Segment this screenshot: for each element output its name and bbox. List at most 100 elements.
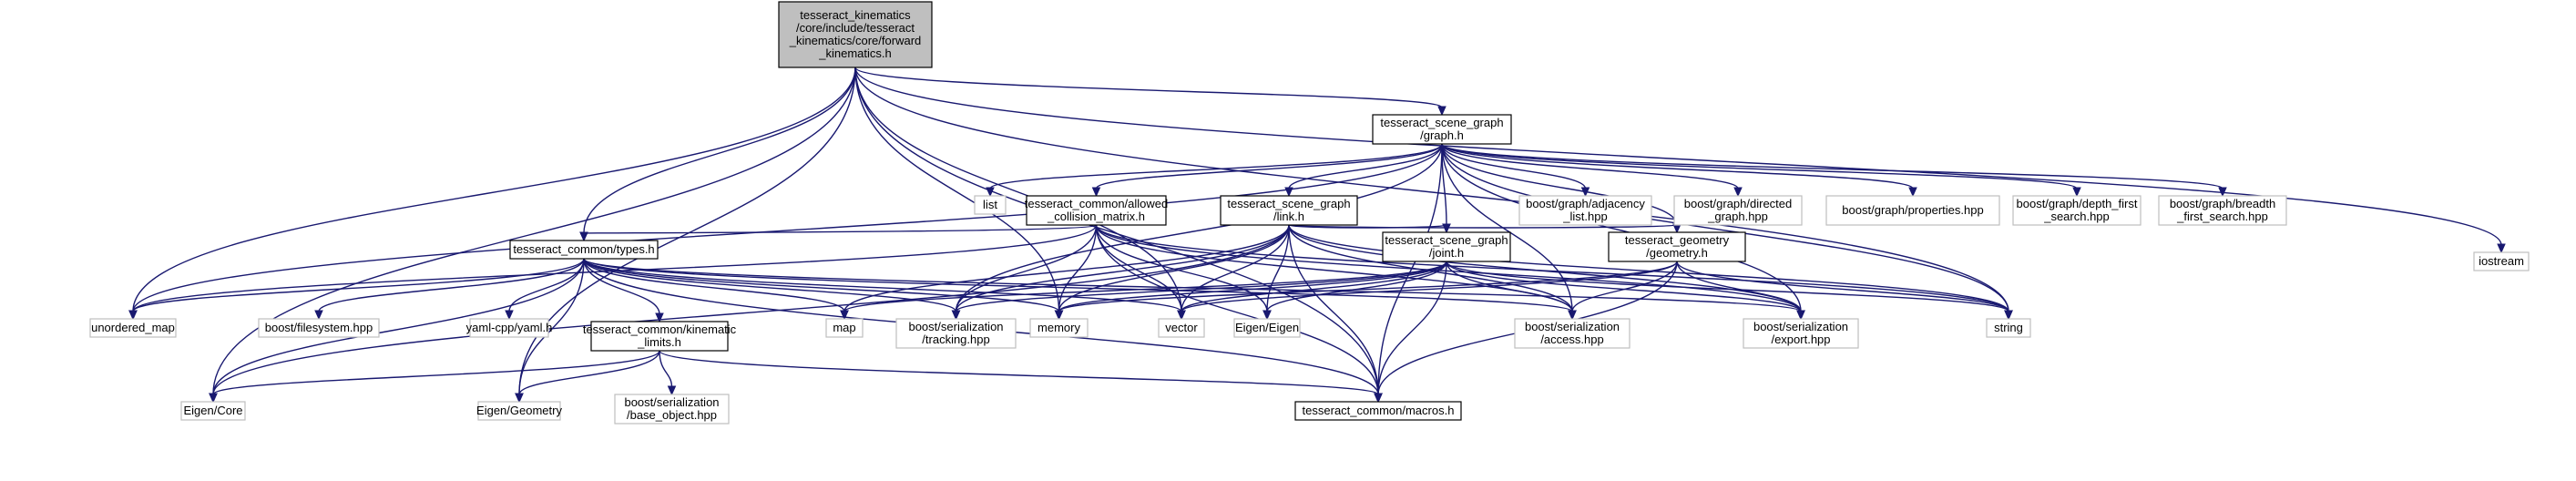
edge-link_h-to-memory	[1054, 224, 1290, 321]
edge-link_h-to-macros	[1288, 224, 1383, 404]
node-string: string	[1986, 318, 2031, 338]
node-label-line: tesseract_common/kinematic	[583, 322, 737, 336]
node-label-line: _list.hpp	[1562, 210, 1607, 223]
edge-graph_h-to-bfs	[1441, 143, 2227, 198]
node-label-line: /joint.h	[1429, 246, 1464, 260]
node-label-line: boost/filesystem.hpp	[265, 321, 373, 334]
node-label-line: boost/graph/adjacency	[1526, 197, 1645, 210]
node-label-line: _limits.h	[637, 335, 681, 349]
node-label-line: tesseract_common/allowed	[1025, 197, 1169, 210]
node-label-line: boost/serialization	[1753, 320, 1848, 333]
edge-link_h-to-eigen_core	[209, 224, 1290, 404]
node-label-line: boost/graph/properties.hpp	[1842, 203, 1983, 217]
node-label-line: Eigen/Eigen	[1235, 321, 1299, 334]
node-map: map	[825, 318, 864, 338]
node-types-h[interactable]: tesseract_common/types.h	[509, 240, 659, 260]
node-label-line: tesseract_scene_graph	[1385, 233, 1508, 247]
edge-joint_h-to-map	[840, 261, 1447, 321]
node-label-line: tesseract_geometry	[1625, 233, 1730, 247]
node-export: boost/serialization/export.hpp	[1743, 318, 1859, 349]
node-bfs: boost/graph/breadth_first_search.hpp	[2158, 195, 2287, 226]
edge-graph_h-to-list	[986, 143, 1443, 198]
node-label-line: list	[983, 198, 997, 211]
node-geometry-h[interactable]: tesseract_geometry/geometry.h	[1608, 231, 1746, 262]
node-label-line: map	[833, 321, 855, 334]
edge-types_h-to-filesystem	[314, 258, 585, 321]
node-link-h[interactable]: tesseract_scene_graph/link.h	[1220, 195, 1358, 226]
node-acm[interactable]: tesseract_common/allowed_collision_matri…	[1025, 195, 1169, 226]
node-vector: vector	[1158, 318, 1205, 338]
node-label-line: boost/graph/depth_first	[2017, 197, 2138, 210]
node-macros[interactable]: tesseract_common/macros.h	[1294, 401, 1462, 421]
edge-kin_limits-to-macros	[659, 350, 1383, 404]
edge-joint_h-to-tracking	[951, 261, 1447, 321]
node-eigen-core: Eigen/Core	[180, 401, 246, 421]
node-label-line: iostream	[2479, 254, 2524, 268]
edge-geometry_h-to-access	[1568, 261, 1678, 321]
node-joint-h[interactable]: tesseract_scene_graph/joint.h	[1382, 231, 1511, 262]
node-label-line: vector	[1165, 321, 1198, 334]
node-label-line: Eigen/Core	[183, 404, 242, 417]
edges-layer	[128, 67, 2506, 404]
node-list: list	[974, 195, 1007, 215]
nodes-layer: tesseract_kinematics/core/include/tesser…	[89, 1, 2530, 425]
node-label-line: _first_search.hpp	[2176, 210, 2268, 223]
edge-fk-to-types_h	[579, 67, 856, 242]
edge-acm-to-types_h	[579, 224, 1098, 242]
edge-fk-to-memory	[854, 67, 1064, 321]
node-fk[interactable]: tesseract_kinematics/core/include/tesser…	[778, 1, 933, 68]
node-yaml: yaml-cpp/yaml.h	[466, 318, 553, 338]
edge-acm-to-macros	[1095, 224, 1383, 404]
node-label-line: /tracking.hpp	[922, 333, 989, 346]
node-label-line: _kinematics/core/forward	[789, 34, 922, 47]
node-eigen-geometry: Eigen/Geometry	[476, 401, 562, 421]
node-kin-limits[interactable]: tesseract_common/kinematic_limits.h	[583, 321, 737, 352]
edge-fk-to-iostream	[854, 67, 2506, 254]
edge-fk-to-string	[854, 67, 2013, 321]
edge-kin_limits-to-eigen_geometry	[515, 350, 660, 404]
edge-types_h-to-kin_limits	[583, 258, 664, 323]
edge-types_h-to-yaml	[505, 258, 585, 321]
node-unordered-map: unordered_map	[89, 318, 177, 338]
node-label-line: boost/serialization	[1525, 320, 1620, 333]
edge-geometry_h-to-vector	[1177, 261, 1678, 321]
edge-graph_h-to-directed	[1441, 143, 1743, 198]
node-label-line: boost/serialization	[624, 395, 719, 409]
node-graph-h[interactable]: tesseract_scene_graph/graph.h	[1372, 114, 1512, 145]
node-memory: memory	[1029, 318, 1089, 338]
edge-graph_h-to-acm	[1091, 143, 1443, 198]
node-label-line: tesseract_kinematics	[800, 8, 911, 22]
node-tracking: boost/serialization/tracking.hpp	[895, 318, 1017, 349]
node-label-line: _collision_matrix.h	[1047, 210, 1145, 223]
node-properties: boost/graph/properties.hpp	[1825, 195, 2000, 226]
node-label-line: boost/graph/directed	[1684, 197, 1793, 210]
edge-types_h-to-memory	[583, 258, 1064, 321]
node-label-line: _kinematics.h	[818, 46, 891, 60]
edge-kin_limits-to-eigen_core	[209, 350, 660, 404]
node-label-line: Eigen/Geometry	[476, 404, 562, 417]
edge-geometry_h-to-memory	[1054, 261, 1678, 321]
node-access: boost/serialization/access.hpp	[1514, 318, 1630, 349]
edge-fk-to-graph_h	[854, 67, 1446, 117]
node-label-line: tesseract_scene_graph	[1380, 116, 1503, 129]
node-label-line: string	[1994, 321, 2023, 334]
node-dfs: boost/graph/depth_first_search.hpp	[2012, 195, 2142, 226]
node-filesystem: boost/filesystem.hpp	[258, 318, 380, 338]
node-label-line: tesseract_common/macros.h	[1303, 404, 1455, 417]
node-label-line: unordered_map	[91, 321, 175, 334]
node-directed: boost/graph/directed_graph.hpp	[1673, 195, 1803, 226]
edge-geometry_h-to-export	[1676, 261, 1805, 321]
edge-fk-to-eigen_geometry	[515, 67, 856, 404]
node-label-line: /core/include/tesseract	[796, 21, 915, 35]
node-label-line: boost/serialization	[908, 320, 1003, 333]
node-label-line: _graph.hpp	[1707, 210, 1768, 223]
node-label-line: memory	[1038, 321, 1080, 334]
node-label-line: /base_object.hpp	[627, 408, 717, 422]
node-label-line: /access.hpp	[1540, 333, 1603, 346]
node-base-object: boost/serialization/base_object.hpp	[614, 394, 730, 425]
edge-types_h-to-unordered_map	[128, 258, 585, 321]
node-label-line: /link.h	[1273, 210, 1304, 223]
edge-graph_h-to-link_h	[1284, 143, 1443, 198]
node-label-line: yaml-cpp/yaml.h	[466, 321, 553, 334]
